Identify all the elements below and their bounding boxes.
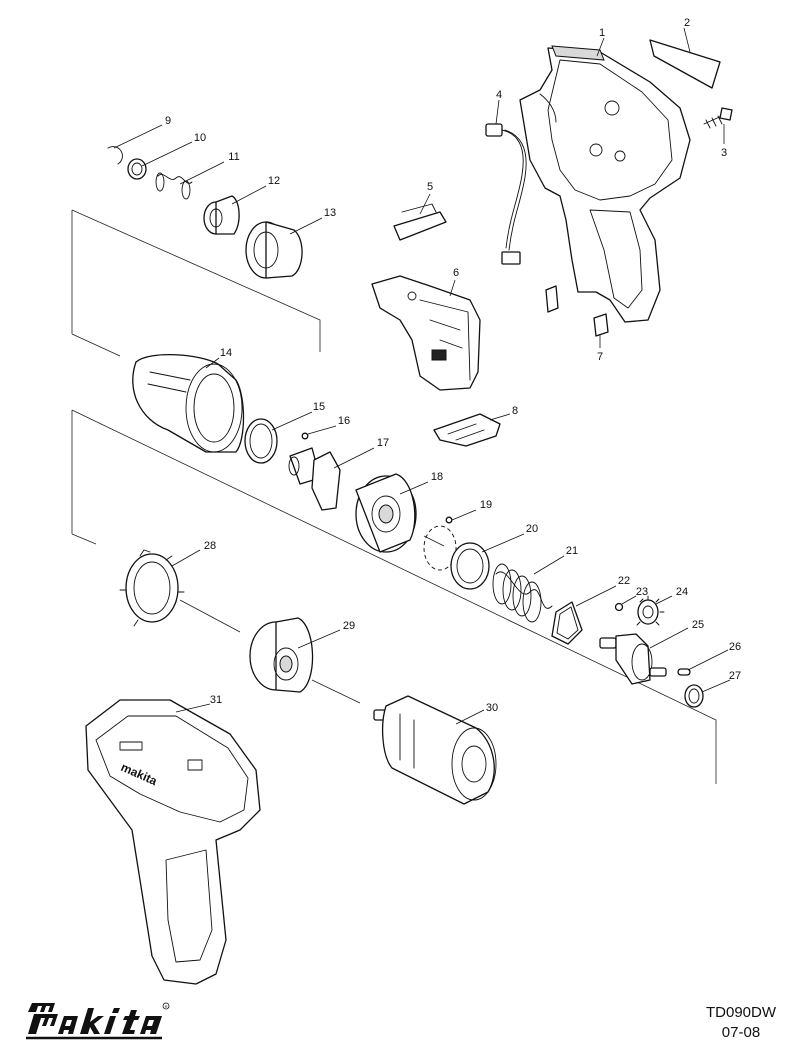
callout-labels: 1 2 3 4 5 6 7 8 9 10 11 12 13 14 15 16 1… (165, 17, 741, 714)
callout-12: 12 (268, 175, 280, 187)
revision-date: 07-08 (721, 1024, 761, 1041)
part-27-washer (684, 684, 704, 708)
callout-24: 24 (676, 586, 688, 598)
callout-30: 30 (486, 702, 498, 714)
callout-22: 22 (618, 575, 630, 587)
part-7-brackets (545, 285, 609, 337)
callout-7: 7 (597, 351, 603, 363)
part-14-hammer-case (132, 353, 245, 453)
part-17-anvil (288, 447, 341, 511)
callout-1: 1 (599, 27, 605, 39)
model-code: TD090DW (705, 1004, 776, 1021)
part-6-switch (371, 275, 481, 391)
part-25-spindle (599, 633, 667, 685)
part-28-internal-gear (119, 549, 185, 627)
part-13-cap (245, 221, 303, 279)
part-31-housing-set: makita (85, 699, 261, 985)
callout-23: 23 (636, 586, 648, 598)
part-12-sleeve (203, 195, 240, 235)
part-19-steel-ball (423, 516, 457, 571)
part-16-steel-ball (301, 432, 309, 440)
part-5-switch-lever (393, 203, 447, 241)
part-2-nameplate (649, 39, 721, 89)
part-4-wire-assembly (485, 123, 527, 265)
part-26-pin (677, 668, 691, 676)
svg-text:R: R (165, 1004, 168, 1009)
callout-4: 4 (496, 89, 502, 101)
callout-29: 29 (343, 620, 355, 632)
part-20-flat-washer (450, 542, 490, 590)
callout-26: 26 (729, 641, 741, 653)
callout-27: 27 (729, 670, 741, 682)
callout-14: 14 (220, 347, 232, 359)
part-22-o-ring (551, 601, 583, 645)
part-8-terminal (433, 413, 501, 447)
callout-5: 5 (427, 181, 433, 193)
part-30-dc-motor (373, 695, 497, 805)
part-1-housing (519, 45, 691, 323)
callout-8: 8 (512, 405, 518, 417)
callout-20: 20 (526, 523, 538, 535)
part-10-washer (127, 158, 147, 180)
callout-10: 10 (194, 132, 206, 144)
callout-17: 17 (377, 437, 389, 449)
callout-21: 21 (566, 545, 578, 557)
part-9-retaining-ring (107, 146, 123, 165)
assembly-guide-lines (71, 209, 717, 784)
model-info: TD090DW 07-08 (706, 1003, 776, 1043)
part-29-gear-housing (249, 617, 314, 693)
part-21-spring (492, 563, 553, 623)
callout-31: 31 (210, 694, 222, 706)
part-15-o-ring (244, 418, 278, 464)
part-18-hammer (355, 473, 417, 553)
part-11-spring (155, 172, 193, 200)
callout-6: 6 (453, 267, 459, 279)
part-3-screw (703, 107, 733, 129)
callout-15: 15 (313, 401, 325, 413)
callout-2: 2 (684, 17, 690, 29)
part-24-spur-gear (636, 595, 665, 626)
callout-18: 18 (431, 471, 443, 483)
part-23-steel-ball (614, 602, 624, 612)
callout-25: 25 (692, 619, 704, 631)
callout-28: 28 (204, 540, 216, 552)
callout-11: 11 (228, 151, 239, 163)
callout-16: 16 (338, 415, 350, 427)
leader-lines (113, 27, 731, 725)
makita-logo: R (26, 1002, 170, 1040)
callout-19: 19 (480, 499, 492, 511)
callout-9: 9 (165, 115, 171, 127)
callout-13: 13 (324, 207, 336, 219)
callout-3: 3 (721, 147, 727, 159)
